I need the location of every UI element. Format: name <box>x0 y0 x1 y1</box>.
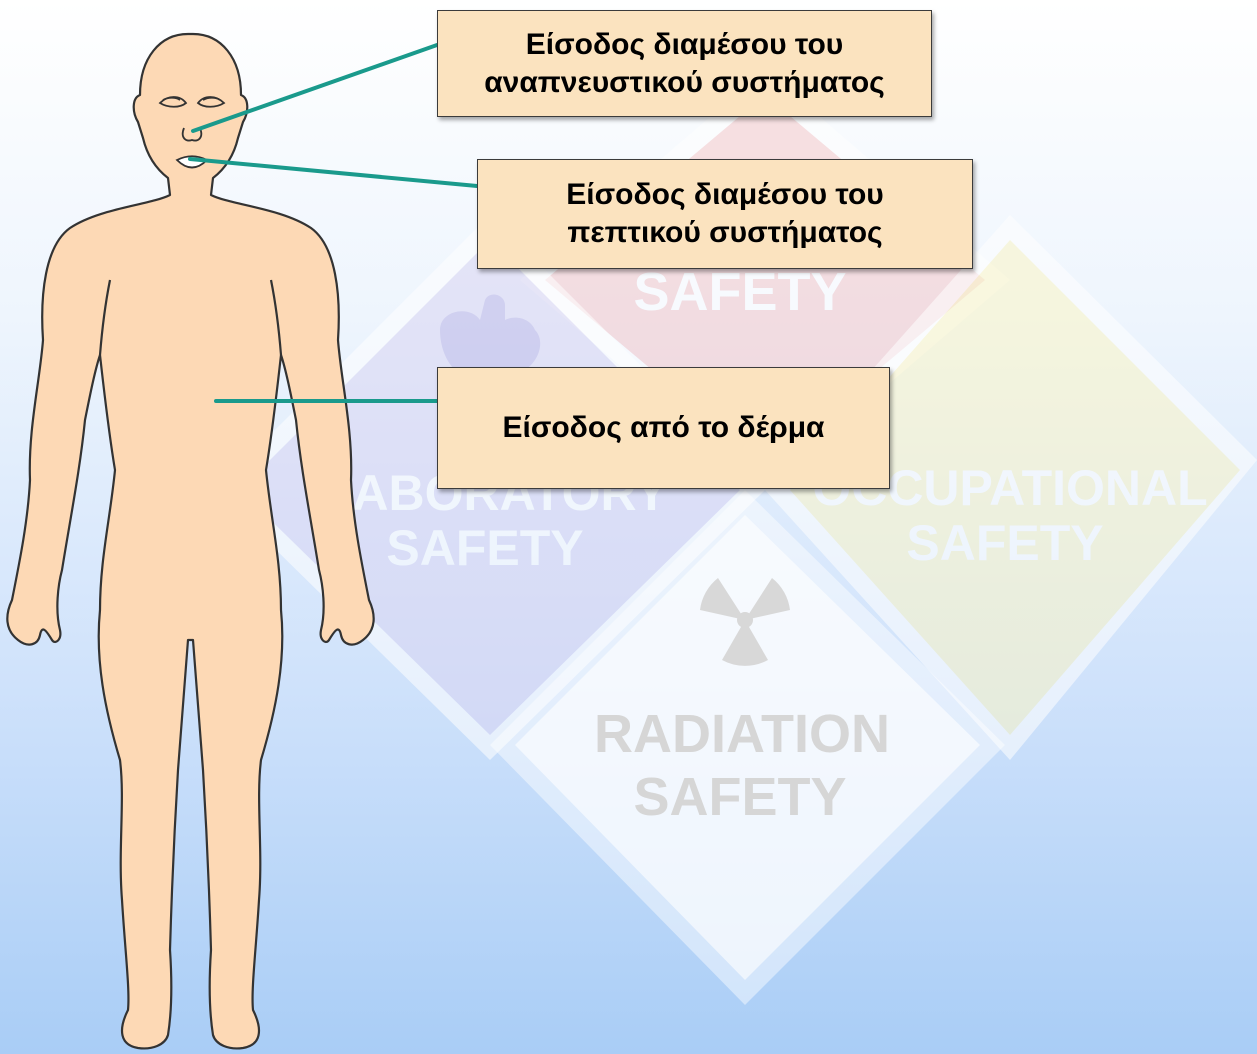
digestive-entry-callout: Είσοδος διαμέσου του πεπτικού συστήματος <box>477 159 973 269</box>
respiratory-entry-callout: Είσοδος διαμέσου του αναπνευστικού συστή… <box>437 10 932 117</box>
body-silhouette <box>7 34 373 1048</box>
digestive-entry-line2: πεπτικού συστήματος <box>566 214 884 252</box>
digestive-entry-line1: Είσοδος διαμέσου του <box>566 176 884 214</box>
leader-line-digestive <box>190 159 477 186</box>
skin-entry-line1: Είσοδος από το δέρμα <box>502 409 824 447</box>
respiratory-entry-line2: αναπνευστικού συστήματος <box>484 64 885 102</box>
skin-entry-callout: Είσοδος από το δέρμα <box>437 367 890 489</box>
respiratory-entry-line1: Είσοδος διαμέσου του <box>484 26 885 64</box>
